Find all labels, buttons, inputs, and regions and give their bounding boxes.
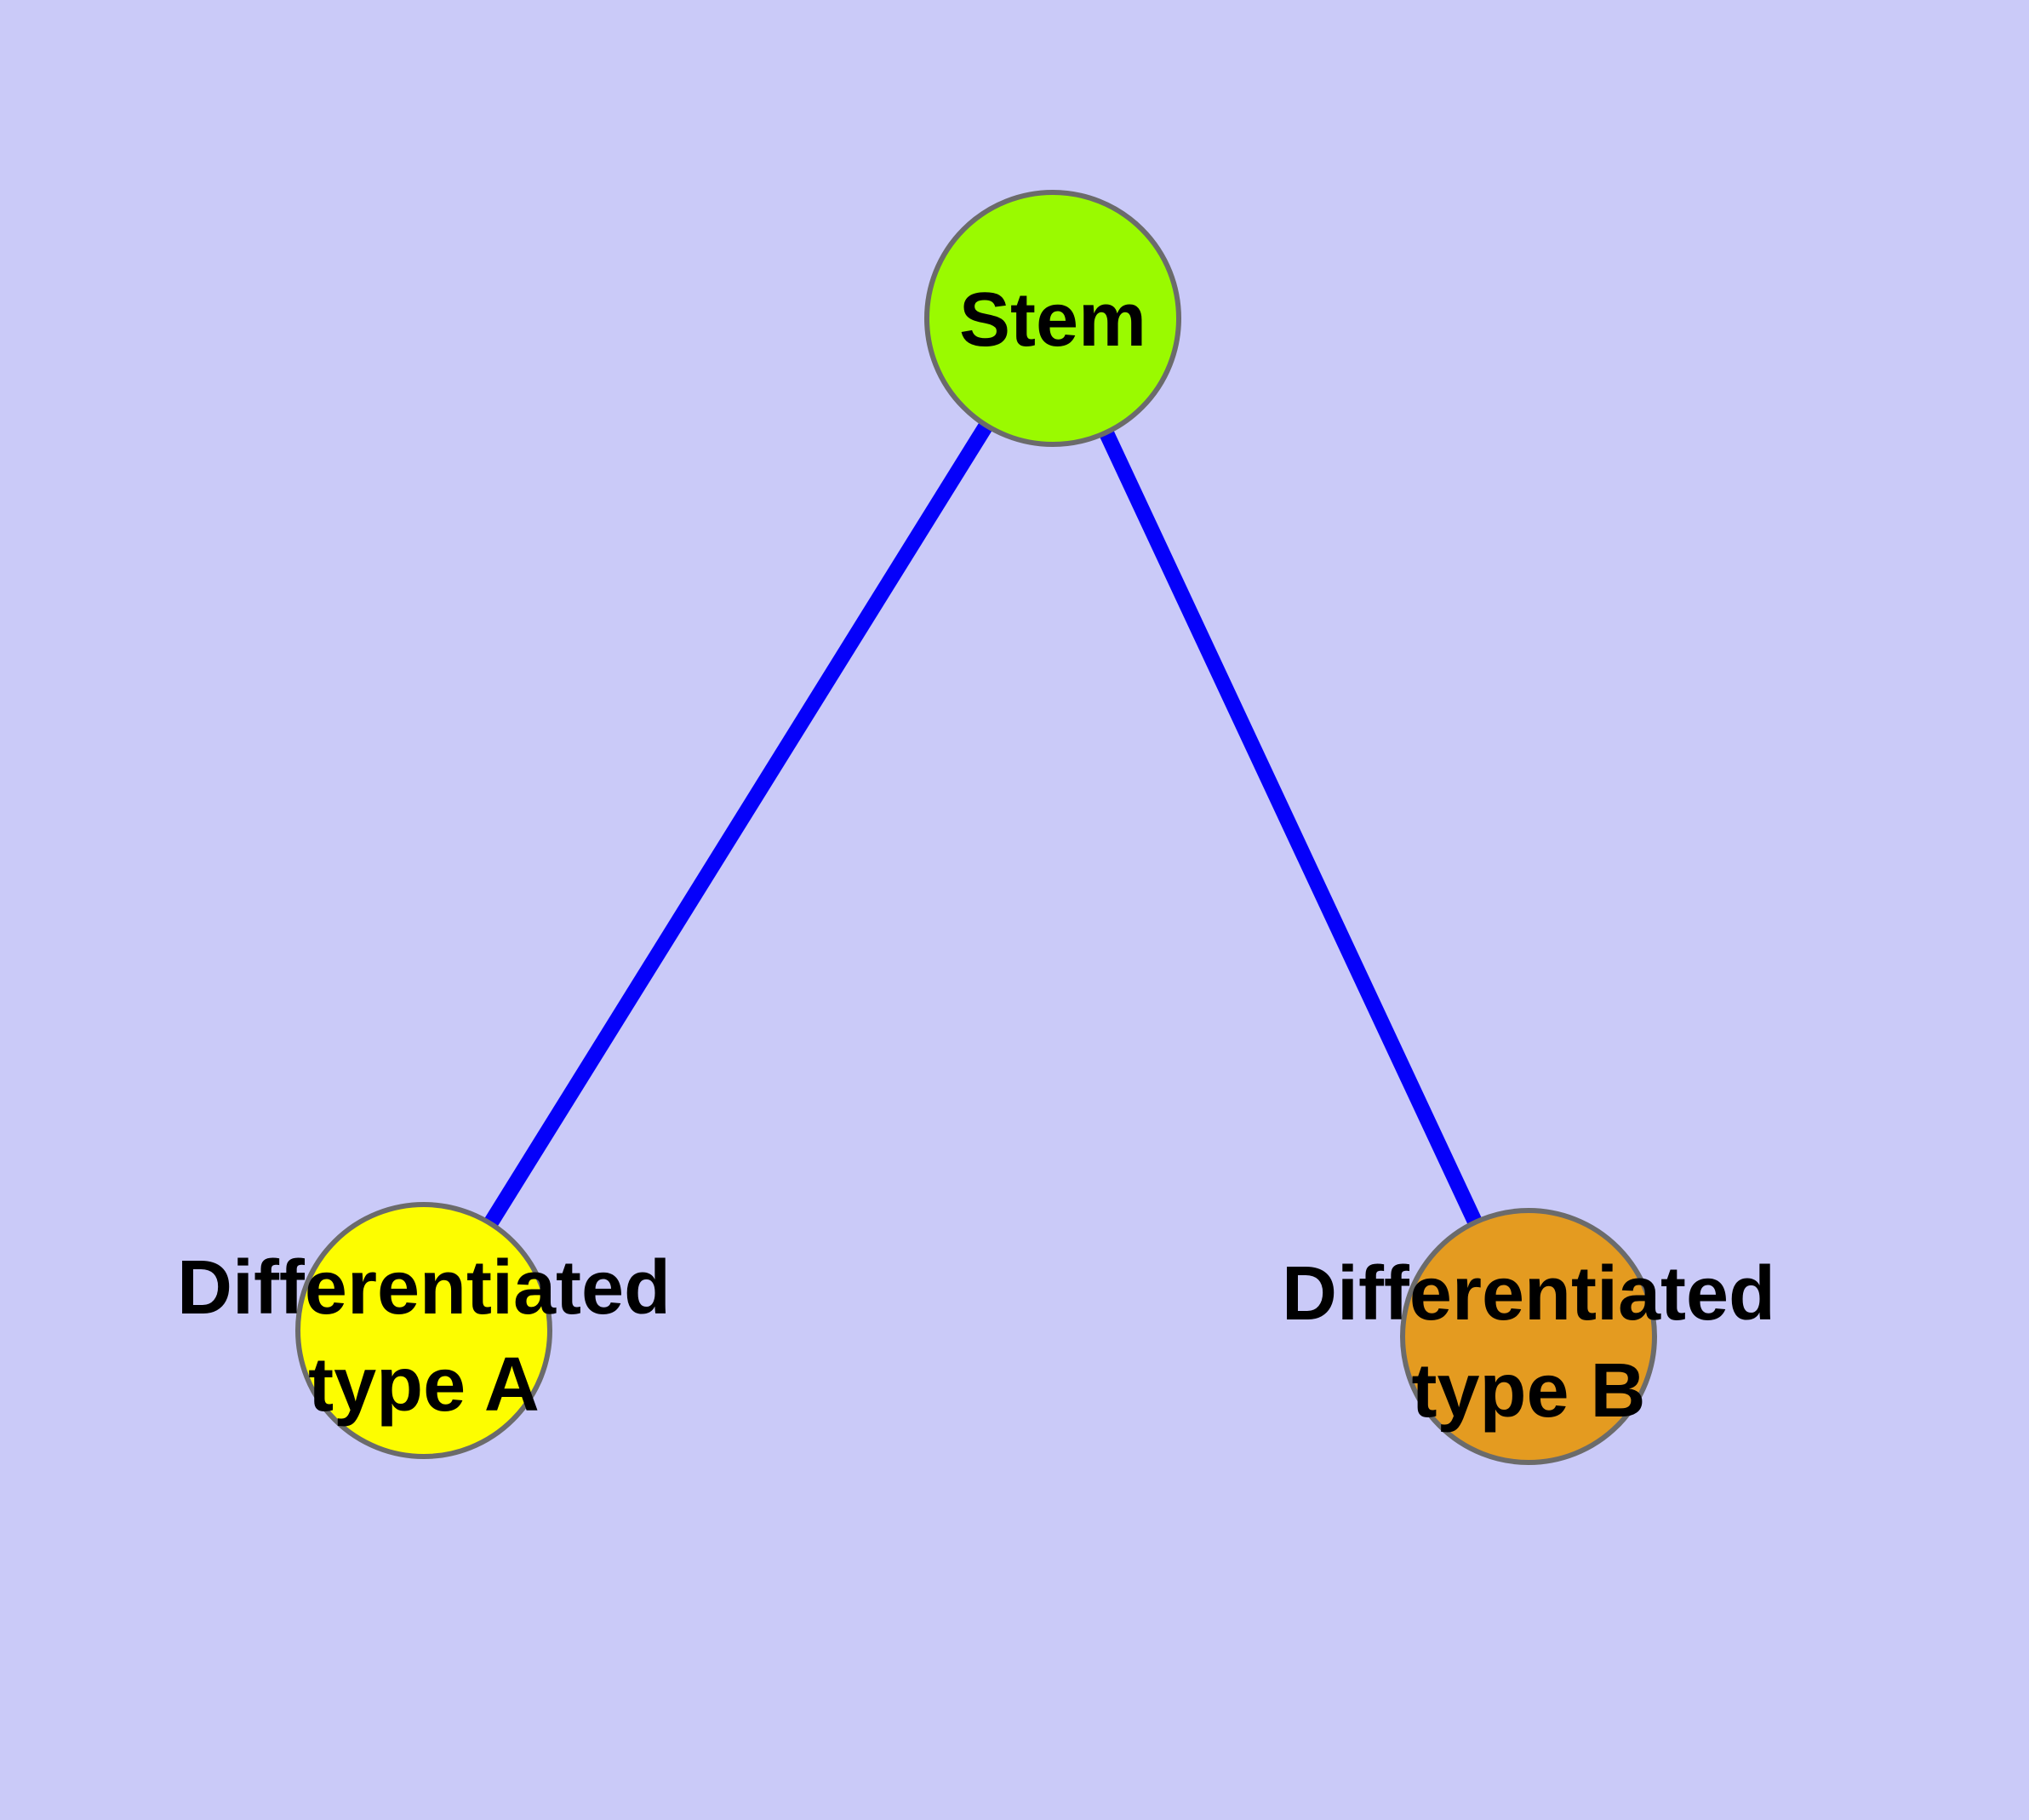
- node-type-a-label-line2: type A: [308, 1342, 540, 1428]
- node-type-a-circle: [295, 1202, 552, 1459]
- node-stem-label: Stem: [959, 278, 1146, 363]
- node-type-a-label-line1: Differentiated: [177, 1245, 671, 1331]
- node-type-b-circle: [1400, 1208, 1657, 1465]
- node-type-b-label-line2: type B: [1411, 1348, 1645, 1434]
- edge-stem-to-type-b: [1045, 315, 1536, 1340]
- node-stem-circle: [924, 190, 1181, 447]
- edge-stem-to-type-a: [417, 314, 1060, 1335]
- node-type-b-label-line1: Differentiated: [1282, 1251, 1775, 1336]
